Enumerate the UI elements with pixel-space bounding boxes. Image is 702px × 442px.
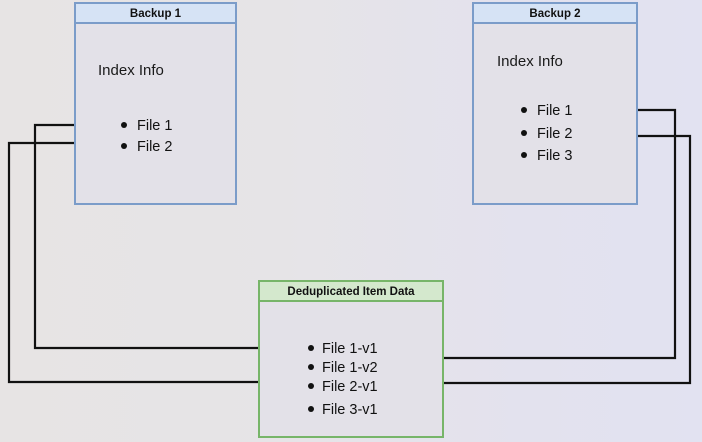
list-item-label: File 3-v1 — [322, 402, 378, 418]
box-dedup[interactable]: Deduplicated Item Data File 1-v1 File 1-… — [258, 280, 444, 438]
box-backup2-heading: Index Info — [497, 53, 563, 70]
list-item-label: File 2 — [137, 139, 172, 155]
list-item-label: File 1-v2 — [322, 360, 378, 376]
list-item-label: File 1 — [537, 103, 572, 119]
box-backup2-title: Backup 2 — [529, 8, 580, 20]
list-item-label: File 2 — [537, 126, 572, 142]
connector-path — [399, 134, 692, 385]
list-item-label: File 2-v1 — [322, 379, 378, 395]
bullet-icon — [308, 364, 314, 370]
box-dedup-header — [258, 280, 444, 302]
bullet-icon — [121, 143, 127, 149]
list-item[interactable]: File 3-v1 — [308, 402, 378, 418]
box-backup1-heading: Index Info — [98, 62, 164, 79]
box-backup2-body — [472, 2, 638, 205]
list-item-label: File 1 — [137, 118, 172, 134]
box-backup1-header — [74, 2, 237, 24]
box-backup2[interactable]: Backup 2 Index Info File 1 File 2 File 3 — [472, 2, 638, 205]
bullet-icon — [121, 122, 127, 128]
list-item-label: File 3 — [537, 148, 572, 164]
list-item[interactable]: File 2 — [521, 126, 572, 142]
bullet-icon — [308, 383, 314, 389]
list-item[interactable]: File 1 — [121, 118, 172, 134]
list-item[interactable]: File 2 — [121, 139, 172, 155]
box-backup1-body — [74, 2, 237, 205]
box-dedup-title: Deduplicated Item Data — [287, 286, 415, 298]
bullet-icon — [521, 130, 527, 136]
list-item[interactable]: File 2-v1 — [308, 379, 378, 395]
connector-path — [7, 141, 299, 384]
box-backup1[interactable]: Backup 1 Index Info File 1 File 2 — [74, 2, 237, 205]
bullet-icon — [521, 152, 527, 158]
box-backup2-header — [472, 2, 638, 24]
list-item[interactable]: File 3 — [521, 148, 572, 164]
list-item[interactable]: File 1 — [521, 103, 572, 119]
bullet-icon — [521, 107, 527, 113]
list-item-label: File 1-v1 — [322, 341, 378, 357]
bullet-icon — [308, 406, 314, 412]
bullet-icon — [308, 345, 314, 351]
box-backup1-title: Backup 1 — [130, 8, 182, 20]
list-item[interactable]: File 1-v1 — [308, 341, 378, 357]
list-item[interactable]: File 1-v2 — [308, 360, 378, 376]
